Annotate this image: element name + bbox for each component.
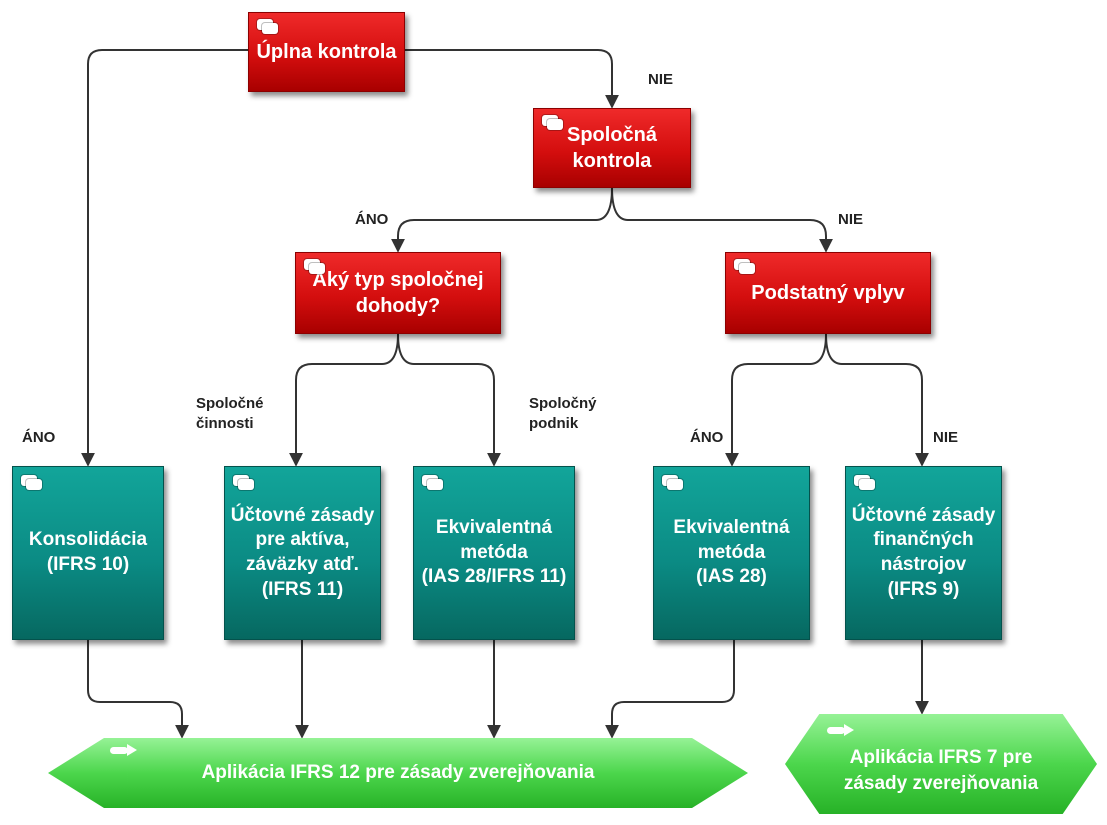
connector-arrangement-to-accounting [289, 333, 399, 467]
equity-method-jv-line3: (IAS 28/IFRS 11) [421, 566, 567, 588]
consolidation-label-line1: Konsolidácia [28, 529, 148, 551]
ifrs7-disclosure-line1: Aplikácia IFRS 7 pre [849, 747, 1033, 769]
connector-arrangement-to-equity-jv [397, 333, 501, 467]
arrow-right-icon [110, 744, 140, 756]
significant-influence-box: Podstatný vplyv [725, 252, 931, 334]
connector-influence-to-equity [725, 333, 827, 467]
financial-instruments-box: Účtovné zásady finančných nástrojov (IFR… [845, 466, 1002, 640]
edge-label-nie-influence: NIE [838, 211, 864, 228]
joint-operations-line2: činnosti [196, 414, 254, 432]
arrow-right-icon [827, 724, 857, 736]
equity-method-associate-line1: Ekvivalentná [673, 516, 790, 538]
chat-icon [734, 259, 756, 275]
chat-icon [21, 475, 43, 491]
equity-method-associate-line3: (IAS 28) [696, 566, 767, 588]
edge-label-ano-arrangement: ÁNO [355, 211, 389, 228]
arrangement-type-box: Aký typ spoločnej dohody? [295, 252, 501, 334]
financial-instruments-line2: finančných [873, 529, 974, 551]
consolidation-label-line2: (IFRS 10) [46, 554, 130, 575]
edge-label-ano-consolidation: ÁNO [22, 429, 56, 446]
ifrs12-disclosure-label: Aplikácia IFRS 12 pre zásady zverejňovan… [201, 762, 595, 784]
chat-icon [422, 475, 444, 491]
connector-joint-to-influence [611, 187, 833, 253]
accounting-policies-box: Účtovné zásady pre aktíva, záväzky atď. … [224, 466, 381, 640]
equity-method-jv-line2: metóda [460, 541, 528, 563]
accounting-policies-line2: pre aktíva, [255, 529, 350, 551]
edge-label-ano-equity: ÁNO [690, 429, 724, 446]
accounting-policies-line4: (IFRS 11) [261, 578, 344, 600]
joint-operations-line1: Spoločné [196, 395, 264, 412]
arrangement-type-label-line2: dohody? [355, 295, 441, 317]
equity-method-associate-box: Ekvivalentná metóda (IAS 28) [653, 466, 810, 640]
connector-full-to-joint [405, 49, 619, 109]
chat-icon [662, 475, 684, 491]
equity-method-jv-box: Ekvivalentná metóda (IAS 28/IFRS 11) [413, 466, 575, 640]
chat-icon [542, 115, 564, 131]
chat-icon [233, 475, 255, 491]
accounting-policies-line3: záväzky atď. [246, 554, 359, 575]
joint-venture-line1: Spoločný [529, 395, 597, 412]
joint-control-box: Spoločná kontrola [533, 108, 691, 188]
chat-icon [257, 19, 279, 35]
ifrs7-disclosure-line2: zásady zverejňovania [843, 773, 1039, 794]
connector-influence-to-ifrs9 [825, 333, 929, 467]
connector-joint-split [391, 187, 613, 253]
edge-label-nie-joint: NIE [648, 71, 674, 88]
ifrs12-disclosure-banner: Aplikácia IFRS 12 pre zásady zverejňovan… [48, 738, 748, 808]
edge-label-joint-venture: Spoločný podnik [529, 394, 597, 433]
joint-venture-line2: podnik [529, 414, 579, 432]
edge-label-nie-ifrs9: NIE [933, 429, 959, 446]
connector-full-to-consolidation [81, 49, 248, 467]
edge-label-joint-operations: Spoločné činnosti [196, 394, 264, 433]
chat-icon [304, 259, 326, 275]
significant-influence-label: Podstatný vplyv [751, 282, 905, 304]
joint-control-label-line1: Spoločná [566, 124, 657, 146]
full-control-label: Úplna kontrola [256, 41, 397, 63]
consolidation-box: Konsolidácia (IFRS 10) [12, 466, 164, 640]
financial-instruments-line4: (IFRS 9) [887, 578, 960, 600]
equity-method-associate-line2: metóda [697, 541, 766, 563]
ifrs7-disclosure-banner: Aplikácia IFRS 7 pre zásady zverejňovani… [785, 714, 1097, 814]
connector-equity-ass-to-ifrs12 [605, 640, 735, 739]
financial-instruments-line3: nástrojov [880, 554, 967, 575]
arrangement-type-label-line1: Aký typ spoločnej [312, 269, 484, 291]
accounting-policies-line1: Účtovné zásady [230, 504, 375, 526]
chat-icon [854, 475, 876, 491]
full-control-box: Úplna kontrola [248, 12, 405, 92]
equity-method-jv-line1: Ekvivalentná [435, 516, 553, 538]
financial-instruments-line1: Účtovné zásady [851, 504, 996, 526]
connector-consolidation-to-ifrs12 [87, 640, 189, 739]
joint-control-label-line2: kontrola [572, 150, 652, 172]
